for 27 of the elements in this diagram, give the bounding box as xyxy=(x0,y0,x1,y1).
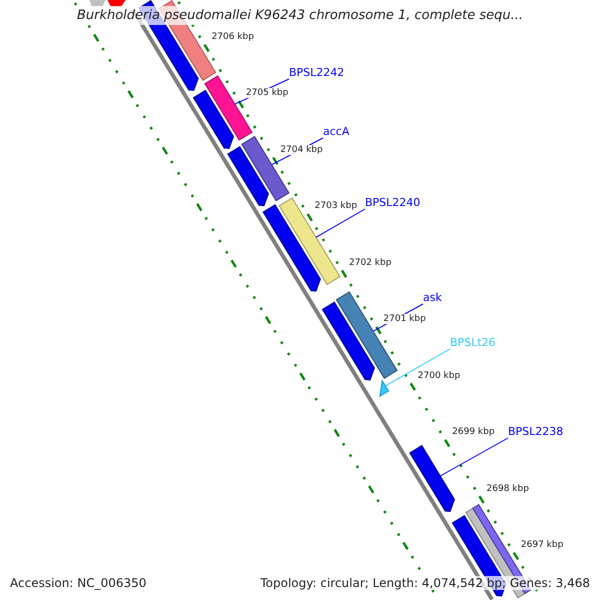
scale-label: 2705 kbp xyxy=(244,88,290,98)
leader-line xyxy=(440,438,508,476)
gene-triangle xyxy=(379,379,390,398)
gene-label: ask xyxy=(423,291,442,304)
gene-block xyxy=(192,90,234,150)
scale-label: 2699 kbp xyxy=(451,427,496,438)
gene-label: BPSL2238 xyxy=(508,425,564,438)
leader-line xyxy=(316,208,366,238)
accession-text: Accession: NC_006350 xyxy=(8,576,148,590)
gene-label: accA xyxy=(323,125,350,138)
leader-line xyxy=(384,348,450,386)
scale-label: 2698 kbp xyxy=(486,484,530,494)
scale-label: 2701 kbp xyxy=(382,314,427,324)
map-stats-text: Topology: circular; Length: 4,074,542 bp; Genes: 3,468 xyxy=(258,576,592,590)
gene-label: BPSLt26 xyxy=(450,336,496,349)
gene-label: BPSL2240 xyxy=(365,196,420,209)
scale-label: 2697 kbp xyxy=(520,540,564,550)
scale-label: 2702 kbp xyxy=(348,258,392,268)
scale-label: 2706 kbp xyxy=(210,32,255,42)
gene-block xyxy=(227,146,269,206)
gene-block xyxy=(409,444,456,512)
gene-bar xyxy=(278,197,341,286)
gene-label: BPSL2242 xyxy=(289,66,344,79)
scale-label: 2700 kbp xyxy=(416,370,462,381)
scale-label: 2703 kbp xyxy=(314,201,358,212)
scale-label: 2704 kbp xyxy=(279,144,324,155)
gene-block xyxy=(322,302,375,381)
